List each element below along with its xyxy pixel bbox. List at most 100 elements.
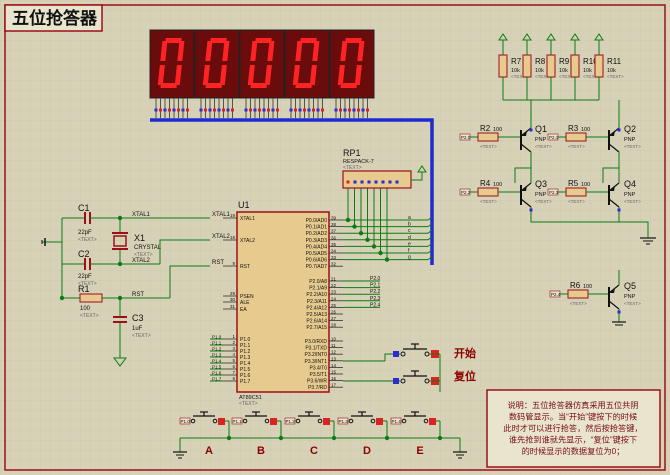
pin-num: 1 [232, 334, 235, 339]
pin-name: PSEN [240, 294, 254, 300]
net-xtal2-mcu: XTAL2 [212, 234, 231, 240]
transistor-type: PNP [535, 192, 547, 198]
text-tag: <TEXT> [624, 301, 641, 306]
junction-dot [384, 435, 390, 441]
answer-button-b[interactable]: P1.1B [231, 411, 284, 457]
answer-button-e[interactable]: P1.4E [390, 411, 443, 457]
pin-marker [213, 108, 216, 112]
junction-dot [117, 261, 123, 267]
text-tag: <TEXT> [607, 74, 624, 79]
pin-num: 26 [331, 310, 337, 315]
pin-num: 6 [232, 364, 235, 369]
pin-marker [258, 108, 261, 112]
pin-marker [154, 108, 158, 112]
pin-marker [367, 180, 371, 184]
mcu-u1[interactable]: U1AT89C51<TEXT>XTAL119XTAL218RST9PSEN29A… [210, 188, 433, 407]
junction-dot [384, 257, 390, 262]
junction-dot [117, 295, 123, 301]
pin-num: 22 [331, 283, 337, 288]
pin-num: 16 [331, 376, 337, 381]
junction-dot [352, 224, 357, 229]
pin-marker [348, 108, 351, 112]
pin-marker [357, 108, 360, 112]
segment-label: a [408, 215, 411, 221]
p1-net: P1.5 [212, 365, 222, 370]
pin-name: P2.6/A14 [306, 319, 327, 325]
answer-button-c[interactable]: P1.2C [284, 411, 337, 457]
pullup-value: 10k [511, 68, 520, 74]
driver-resistor: R3 [568, 124, 579, 133]
pin-name: P3.5/T1 [309, 372, 327, 378]
pullup-ref: R11 [607, 57, 622, 66]
p2-net: P2.1 [370, 283, 381, 289]
button-state-marker [218, 418, 225, 425]
mcu-body [236, 211, 330, 393]
pin-num: 5 [232, 358, 235, 363]
digit-2: 0 [194, 29, 240, 118]
driver-resistor: R5 [568, 179, 579, 188]
button-net: P1.3 [339, 419, 349, 424]
p1-net: P1.3 [212, 353, 222, 358]
p1-net: P1.4 [212, 359, 222, 364]
text-tag: <TEXT> [535, 74, 552, 79]
pin-marker [199, 108, 203, 112]
pin-num: 33 [331, 255, 337, 260]
rp1-part: RESPACK-7 [343, 159, 374, 165]
text-tag: <TEXT> [480, 144, 497, 149]
x1-value: CRYSTAL [134, 245, 162, 251]
p1-net: P1.6 [212, 371, 222, 376]
pin-num: 8 [232, 376, 235, 381]
pin-name: ALE [240, 300, 250, 306]
pin-marker [529, 208, 533, 212]
pin-name: P0.5/AD5 [306, 251, 328, 257]
pin-name: P2.5/A13 [306, 312, 327, 318]
pin-num: 27 [331, 316, 337, 321]
pin-name: P2.0/A8 [309, 279, 327, 285]
title-block: 五位抢答器 [4, 4, 103, 32]
p2-net: P2.0 [370, 276, 381, 282]
net-rst: RST [132, 292, 144, 298]
start-label: 开始 [454, 346, 476, 360]
pin-num: 37 [331, 229, 337, 234]
net-xtal1: XTAL1 [132, 212, 151, 218]
pin-name: P1.1 [240, 343, 251, 349]
pin-name: P1.5 [240, 367, 251, 373]
pullup-ref: R9 [559, 57, 570, 66]
pullup-ref: R7 [511, 57, 522, 66]
button-net: P1.2 [286, 419, 296, 424]
pullup-value: 10k [559, 68, 568, 74]
button-net: P1.0 [181, 419, 191, 424]
pin-name: P0.4/AD4 [306, 244, 328, 250]
text-tag: <TEXT> [568, 144, 585, 149]
pin-marker [163, 108, 167, 112]
transistor-type: PNP [624, 294, 636, 300]
pin-marker [334, 108, 338, 112]
pin-name: P0.6/AD6 [306, 258, 328, 264]
net-xtal1-mcu: XTAL1 [212, 212, 231, 218]
answer-button-d[interactable]: P1.3D [337, 411, 390, 457]
button-net: P1.4 [392, 419, 402, 424]
answer-button-a[interactable]: P1.0A [179, 411, 232, 457]
transistor-ref: Q1 [535, 124, 547, 134]
pin-marker [374, 180, 378, 184]
segment-label: g [408, 255, 411, 261]
pin-marker [303, 108, 306, 112]
transistor-type: PNP [624, 137, 636, 143]
button-state-marker [429, 418, 436, 425]
driver-net: P2.3 [549, 190, 559, 195]
pin-num: 2 [232, 340, 235, 345]
text-tag: <TEXT> [132, 333, 151, 339]
text-tag: <TEXT> [570, 301, 587, 306]
pin-marker [617, 208, 621, 212]
pin-name: P2.1/A9 [309, 286, 327, 292]
segment-label: f [408, 248, 410, 254]
pin-name: P3.1/TXD [305, 346, 327, 352]
button-state-marker [376, 418, 383, 425]
pin-marker [298, 108, 302, 112]
pin-marker [276, 108, 279, 112]
